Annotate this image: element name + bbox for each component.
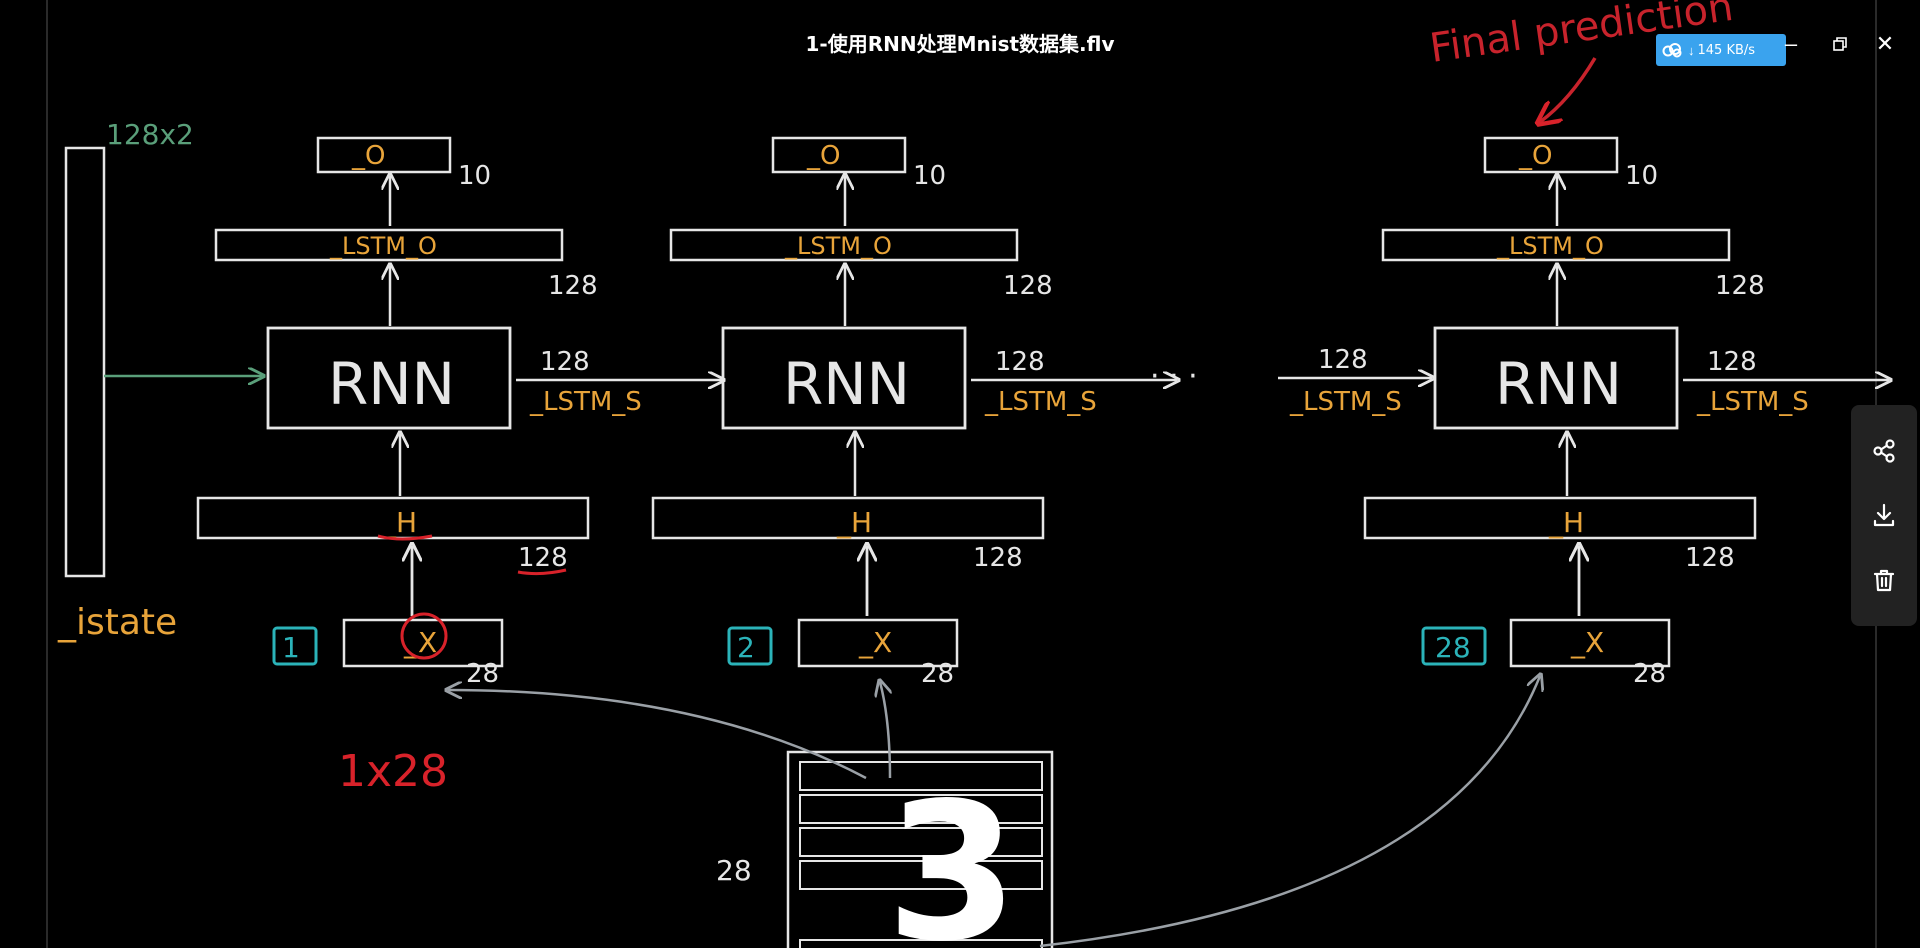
- row-arrow-to-step-1: [448, 690, 867, 780]
- input-label: _X: [403, 626, 437, 659]
- hidden-label: _H: [1548, 506, 1584, 539]
- hidden-box: [1363, 496, 1757, 540]
- minimize-icon: –: [1784, 31, 1798, 56]
- download-speed-value: 145 KB/s: [1697, 42, 1756, 58]
- output-box: [771, 136, 907, 174]
- trash-icon: [1873, 569, 1895, 591]
- incoming-state-dim: 128: [1318, 345, 1368, 375]
- lstm-output-dim: 128: [1715, 271, 1765, 301]
- state-label: _LSTM_S: [1696, 387, 1809, 417]
- lstm-output-dim: 128: [1003, 271, 1053, 301]
- hidden-dim-underline: [517, 568, 567, 576]
- output-label: _O: [1518, 141, 1552, 171]
- state-label: _LSTM_S: [984, 387, 1097, 417]
- output-box: [316, 136, 452, 174]
- restore-icon: [1833, 37, 1847, 51]
- download-speed-badge[interactable]: ↓ 145 KB/s: [1656, 34, 1786, 66]
- input-dim-note: 1x28: [338, 746, 448, 797]
- rnn-cell-box: [266, 326, 512, 430]
- istate-dim-label: 128x2: [106, 118, 194, 151]
- lstm-output-box: [214, 228, 564, 262]
- lstm-output-dim: 128: [548, 271, 598, 301]
- side-toolbar: [1851, 405, 1917, 626]
- download-arrow-icon: ↓: [1688, 42, 1695, 58]
- incoming-state-label: _LSTM_S: [1289, 387, 1402, 417]
- step-badge: [727, 626, 773, 666]
- left-frame-border: [46, 0, 48, 948]
- lstm-output-box: [1381, 228, 1731, 262]
- row-arrow-to-step-28: [1039, 676, 1540, 948]
- rnn-cell-label: RNN: [328, 350, 455, 418]
- input-highlight-circle: [400, 612, 448, 660]
- output-dim: 10: [458, 161, 491, 191]
- hidden-dim: 128: [1685, 543, 1735, 573]
- title-bar: 1-使用RNN处理Mnist数据集.flv ↓ 145 KB/s – ✕: [0, 0, 1920, 80]
- step-badge: [272, 626, 318, 666]
- lstm-output-box: [669, 228, 1019, 262]
- output-label: _O: [351, 141, 385, 171]
- cloud-icon: [1656, 34, 1688, 66]
- digit-image-grid: [786, 750, 1054, 948]
- hidden-dim: 128: [518, 543, 568, 573]
- input-dim: 28: [466, 659, 499, 689]
- sequence-ellipsis: · · ·: [1150, 359, 1198, 394]
- step-number: 1: [282, 631, 300, 664]
- rnn-cell-label: RNN: [783, 350, 910, 418]
- share-button[interactable]: [1864, 431, 1904, 471]
- output-dim: 10: [913, 161, 946, 191]
- step-badge: [1421, 626, 1487, 666]
- input-label: _X: [858, 626, 892, 659]
- output-box: [1483, 136, 1619, 174]
- istate-label: _istate: [57, 602, 177, 643]
- share-icon: [1873, 439, 1895, 463]
- rnn-cell-box: [721, 326, 967, 430]
- final-prediction-arrow: [1540, 57, 1597, 122]
- rnn-cell-label: RNN: [1495, 350, 1622, 418]
- input-box: [342, 618, 504, 668]
- row-arrow-to-step-2: [880, 682, 890, 779]
- input-box: [797, 618, 959, 668]
- hidden-label: _H: [381, 506, 417, 539]
- state-dim: 128: [540, 347, 590, 377]
- minimize-button[interactable]: –: [1771, 24, 1811, 64]
- hidden-underline: [377, 534, 433, 541]
- input-dim: 28: [1633, 659, 1666, 689]
- window-title: 1-使用RNN处理Mnist数据集.flv: [805, 32, 1115, 56]
- input-label: _X: [1570, 626, 1604, 659]
- lstm-output-label: _LSTM_O: [1496, 232, 1604, 260]
- hidden-label: _H: [836, 506, 872, 539]
- hidden-dim: 128: [973, 543, 1023, 573]
- output-dim: 10: [1625, 161, 1658, 191]
- close-button[interactable]: ✕: [1865, 24, 1905, 64]
- hidden-box: [651, 496, 1045, 540]
- input-box: [1509, 618, 1671, 668]
- step-number: 28: [1435, 631, 1471, 664]
- state-label: _LSTM_S: [529, 387, 642, 417]
- digit-image-value: 3: [886, 762, 1018, 948]
- download-icon: [1873, 504, 1895, 527]
- close-icon: ✕: [1875, 31, 1895, 56]
- step-number: 2: [737, 631, 755, 664]
- state-dim: 128: [995, 347, 1045, 377]
- download-button[interactable]: [1864, 495, 1904, 535]
- lstm-output-label: _LSTM_O: [784, 232, 892, 260]
- istate-bar: [64, 146, 106, 578]
- output-label: _O: [806, 141, 840, 171]
- lstm-output-label: _LSTM_O: [329, 232, 437, 260]
- input-dim: 28: [921, 659, 954, 689]
- delete-button[interactable]: [1864, 560, 1904, 600]
- digit-image-rows: 28: [716, 854, 752, 887]
- state-dim: 128: [1707, 347, 1757, 377]
- restore-button[interactable]: [1820, 24, 1860, 64]
